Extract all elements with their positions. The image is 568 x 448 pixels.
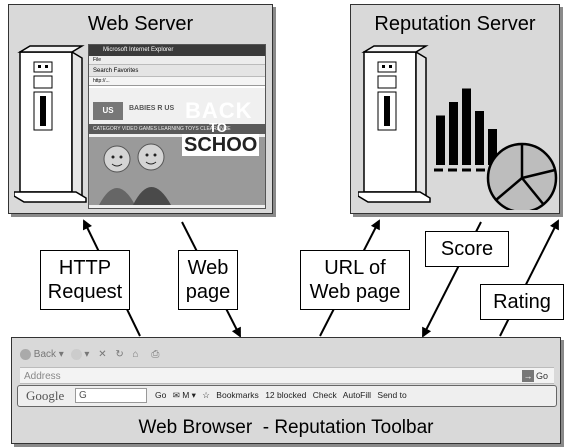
label-url: URL of Web page — [300, 250, 410, 310]
print-icon[interactable]: ⎙ — [151, 349, 160, 360]
store-nav: CATEGORY VIDEO GAMES LEARNING TOYS CLEAR… — [89, 124, 265, 134]
web-page-screenshot: Microsoft Internet Explorer File Search … — [88, 44, 266, 209]
label-rating-text: Rating — [493, 291, 551, 313]
banner-school: SCHOO — [182, 134, 260, 156]
label-web-page: Web page — [178, 250, 238, 310]
browser-toolbar-panel: Back ▾ ▾ ✕ ↻ ⌂ ⎙ Address →Go Google G Go… — [11, 337, 561, 444]
address-bar[interactable]: Address →Go — [20, 367, 554, 384]
label-rating: Rating — [480, 284, 564, 320]
mini-browser-toolbar: Search Favorites — [89, 65, 265, 77]
banner-back: BACK — [185, 98, 253, 123]
store-banner — [89, 137, 265, 205]
forward-dropdown-icon[interactable]: ▾ — [84, 349, 90, 360]
store-brand: BABIES R US — [129, 105, 175, 112]
reputation-server-tower-icon — [358, 45, 431, 203]
go-label: Go — [536, 371, 549, 381]
stop-icon[interactable]: ✕ — [98, 349, 107, 360]
mini-browser-titlebar: Microsoft Internet Explorer — [89, 45, 265, 56]
label-http-request-line2: Request — [47, 281, 123, 303]
children-photo-icon — [99, 143, 171, 205]
send-to-button[interactable]: Send to — [377, 390, 407, 400]
toolbar-go-button[interactable]: Go — [155, 390, 167, 400]
label-http-request-line1: HTTP — [58, 257, 112, 279]
address-label: Address — [24, 371, 61, 382]
reputation-bar — [462, 88, 471, 165]
label-http-request: HTTP Request — [40, 250, 130, 310]
back-arrow-icon[interactable] — [20, 348, 31, 360]
reputation-pie-icon — [486, 142, 558, 210]
reputation-server-title: Reputation Server — [374, 13, 536, 35]
refresh-icon[interactable]: ↻ — [115, 349, 124, 360]
banner-to: TO — [209, 120, 227, 135]
forward-arrow-icon[interactable] — [70, 348, 82, 360]
label-score-text: Score — [440, 238, 494, 260]
web-server-tower-icon — [14, 45, 87, 203]
reputation-bar — [436, 115, 445, 165]
label-score: Score — [425, 231, 509, 267]
mini-browser-address: http://... — [89, 77, 265, 86]
home-icon[interactable]: ⌂ — [132, 349, 139, 360]
bookmark-star-icon[interactable]: ☆ — [202, 390, 210, 400]
google-search-input[interactable]: G — [75, 388, 147, 403]
store-logo: US — [93, 102, 123, 120]
google-logo: Google — [26, 388, 65, 403]
toolbar-items: Go ✉ M ▾ ☆ Bookmarks 12 blocked Check Au… — [155, 386, 411, 405]
gmail-icon[interactable]: ✉ M ▾ — [172, 390, 196, 400]
spellcheck-button[interactable]: Check — [312, 390, 337, 400]
reputation-bars — [436, 88, 497, 165]
google-toolbar: Google G Go ✉ M ▾ ☆ Bookmarks 12 blocked… — [17, 385, 557, 407]
autofill-button[interactable]: AutoFill — [342, 390, 372, 400]
browser-caption: Web Browser - Reputation Toolbar — [138, 417, 434, 438]
go-button[interactable]: →Go — [522, 369, 552, 383]
reputation-bar — [475, 111, 484, 165]
popup-blocked-button[interactable]: 12 blocked — [265, 390, 307, 400]
label-url-line1: URL of — [324, 257, 386, 279]
label-web-page-line1: Web — [187, 257, 229, 279]
reputation-chart-icon — [434, 88, 558, 210]
reputation-bar — [449, 102, 458, 165]
back-dropdown-icon[interactable]: ▾ — [58, 349, 64, 360]
bookmarks-button[interactable]: Bookmarks — [216, 390, 259, 400]
mini-browser-menu: File — [89, 56, 265, 65]
label-url-line2: Web page — [309, 281, 401, 303]
browser-nav-row: Back ▾ ▾ ✕ ↻ ⌂ ⎙ — [20, 344, 552, 366]
reputation-bar — [488, 129, 497, 165]
label-web-page-line2: page — [185, 281, 231, 303]
web-server-title: Web Server — [87, 13, 194, 35]
go-arrow-icon: → — [522, 370, 534, 382]
back-button[interactable]: Back — [33, 349, 57, 360]
